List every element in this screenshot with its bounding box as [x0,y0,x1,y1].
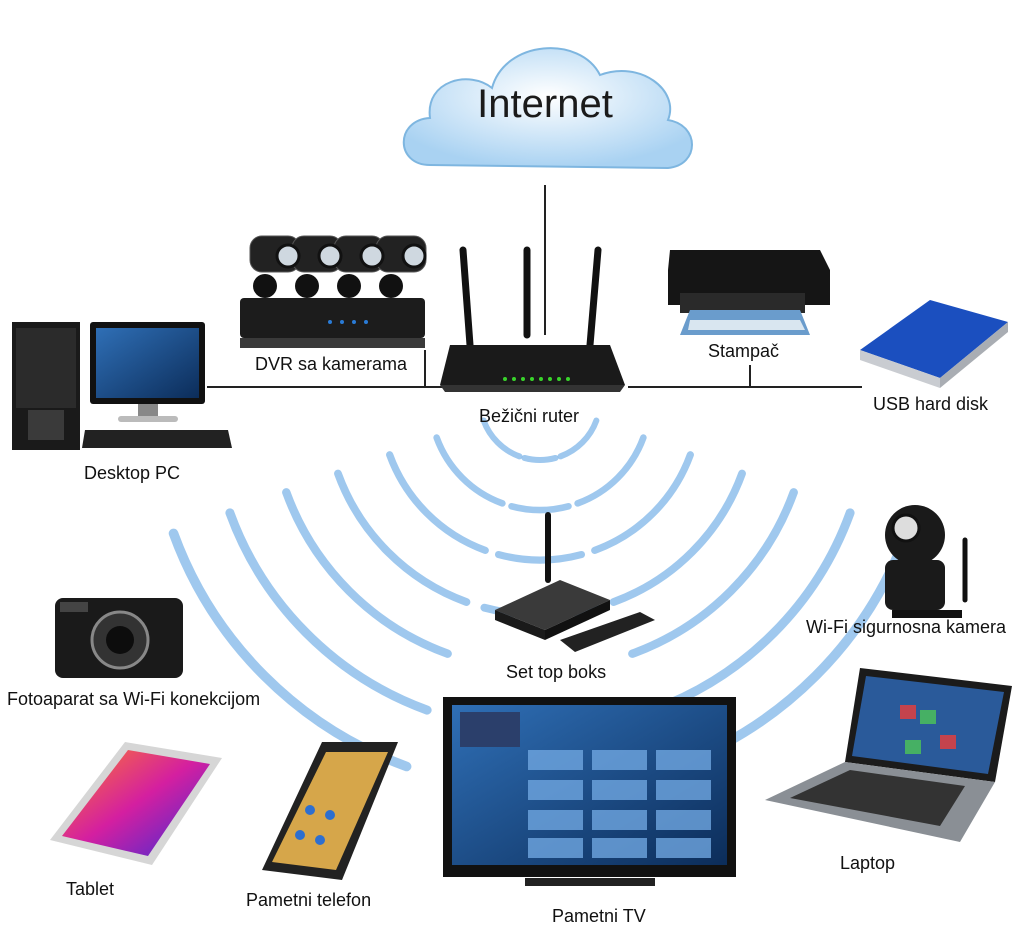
set-top-box-label: Set top boks [506,662,607,682]
tablet-label: Tablet [66,879,115,899]
smartphone-icon [262,742,398,880]
desktop-pc-icon [12,322,232,450]
cloud-title: Internet [477,82,613,126]
cloud-icon [402,47,693,170]
wifi-wave-arc [480,417,523,460]
usb-hard-disk-icon [860,300,1008,388]
photo-camera-label: Fotoaparat sa Wi-Fi konekcijom [7,689,261,709]
wifi-wave-arc [628,488,798,658]
wifi-wave-arc [508,502,572,514]
wifi-wave-arc [334,469,471,606]
photo-camera-icon [55,598,183,678]
wifi-wave-arc [521,454,559,463]
connection-lines [207,185,862,388]
smartphone-label: Pametni telefon [246,890,372,910]
desktop-pc-label: Desktop PC [84,463,181,483]
wifi-wave-arc [557,417,600,460]
printer-label: Stampač [708,341,780,361]
printer-icon [668,250,830,335]
wifi-wave-arc [609,469,746,606]
security-camera-label: Wi-Fi sigurnosna kamera [806,617,1007,637]
wireless-router-icon [440,246,625,392]
wifi-security-camera-icon [885,505,968,618]
wifi-wave-arc [591,451,694,554]
wifi-wave-arc [494,550,586,564]
set-top-box-icon [495,512,655,652]
wifi-wave-arc [225,508,432,715]
laptop-icon [765,668,1012,842]
dvr-cameras-icon [240,235,427,348]
wifi-wave-arc [433,434,506,507]
dvr-label: DVR sa kamerama [255,354,408,374]
wifi-wave-arc [386,451,489,554]
wifi-wave-arc [648,508,855,715]
hard-disk-label: USB hard disk [873,394,989,414]
smart-tv-icon [443,697,736,886]
tablet-icon [50,742,222,865]
wifi-wave-arc [282,488,452,658]
laptop-label: Laptop [840,853,896,873]
smart-tv-label: Pametni TV [552,906,646,926]
wifi-wave-arc [574,434,647,507]
center-router-label: Bežični ruter [479,406,580,426]
wifi-wave-arc [168,528,412,772]
